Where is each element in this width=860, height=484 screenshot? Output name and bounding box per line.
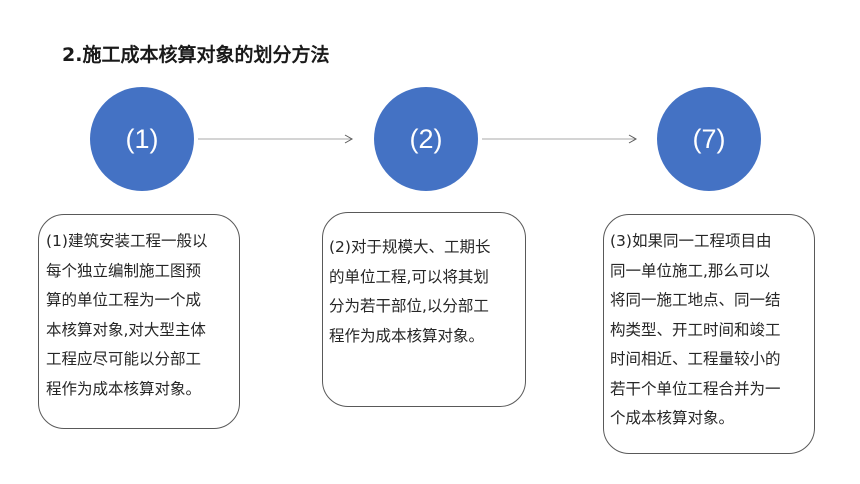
text-line: 每个独立编制施工图预 [46, 261, 202, 280]
text-line: (3)如果同一工程项目由 [610, 232, 772, 250]
text-line: 本核算对象,对大型主体 [46, 320, 206, 339]
step-2-text: (2)对于规模大、工期长 的单位工程,可以将其划 分为若干部位,以分部工 程作为… [329, 233, 490, 351]
step-2-circle: (2) [374, 87, 478, 191]
arrow-right-icon [198, 134, 354, 144]
step-3-circle: (7) [657, 87, 761, 191]
step-2-badge: (2) [409, 123, 443, 154]
text-line: 若干个单位工程合并为一 [610, 379, 781, 398]
text-line: 将同一施工地点、同一结 [610, 291, 781, 309]
step-1-badge: (1) [125, 123, 159, 154]
text-line: 同一单位施工,那么可以 [610, 261, 770, 280]
text-line: (1)建筑安装工程一般以 [46, 232, 208, 250]
text-line: 工程应尽可能以分部工 [46, 350, 202, 368]
arrow-right-icon [482, 134, 638, 144]
step-2-card [322, 212, 526, 407]
step-3-card [603, 214, 815, 454]
step-1-circle: (1) [90, 87, 194, 191]
text-line: 时间相近、工程量较小的 [610, 350, 781, 368]
text-line: 个成本核算对象。 [610, 409, 735, 427]
step-1-card [38, 214, 240, 429]
text-line: 程作为成本核算对象。 [46, 379, 202, 398]
step-3-badge: (7) [692, 123, 726, 154]
slide-title: 2.施工成本核算对象的划分方法 [62, 44, 330, 66]
text-line: 分为若干部位,以分部工 [329, 297, 489, 315]
text-line: 构类型、开工时间和竣工 [610, 320, 781, 339]
text-line: 算的单位工程为一个成 [46, 291, 202, 309]
step-1-text: (1)建筑安装工程一般以 每个独立编制施工图预 算的单位工程为一个成 本核算对象… [46, 227, 207, 404]
text-line: 的单位工程,可以将其划 [329, 267, 489, 286]
step-3-text: (3)如果同一工程项目由 同一单位施工,那么可以 将同一施工地点、同一结 构类型… [610, 227, 781, 434]
text-line: 程作为成本核算对象。 [329, 326, 485, 345]
text-line: (2)对于规模大、工期长 [329, 238, 491, 256]
